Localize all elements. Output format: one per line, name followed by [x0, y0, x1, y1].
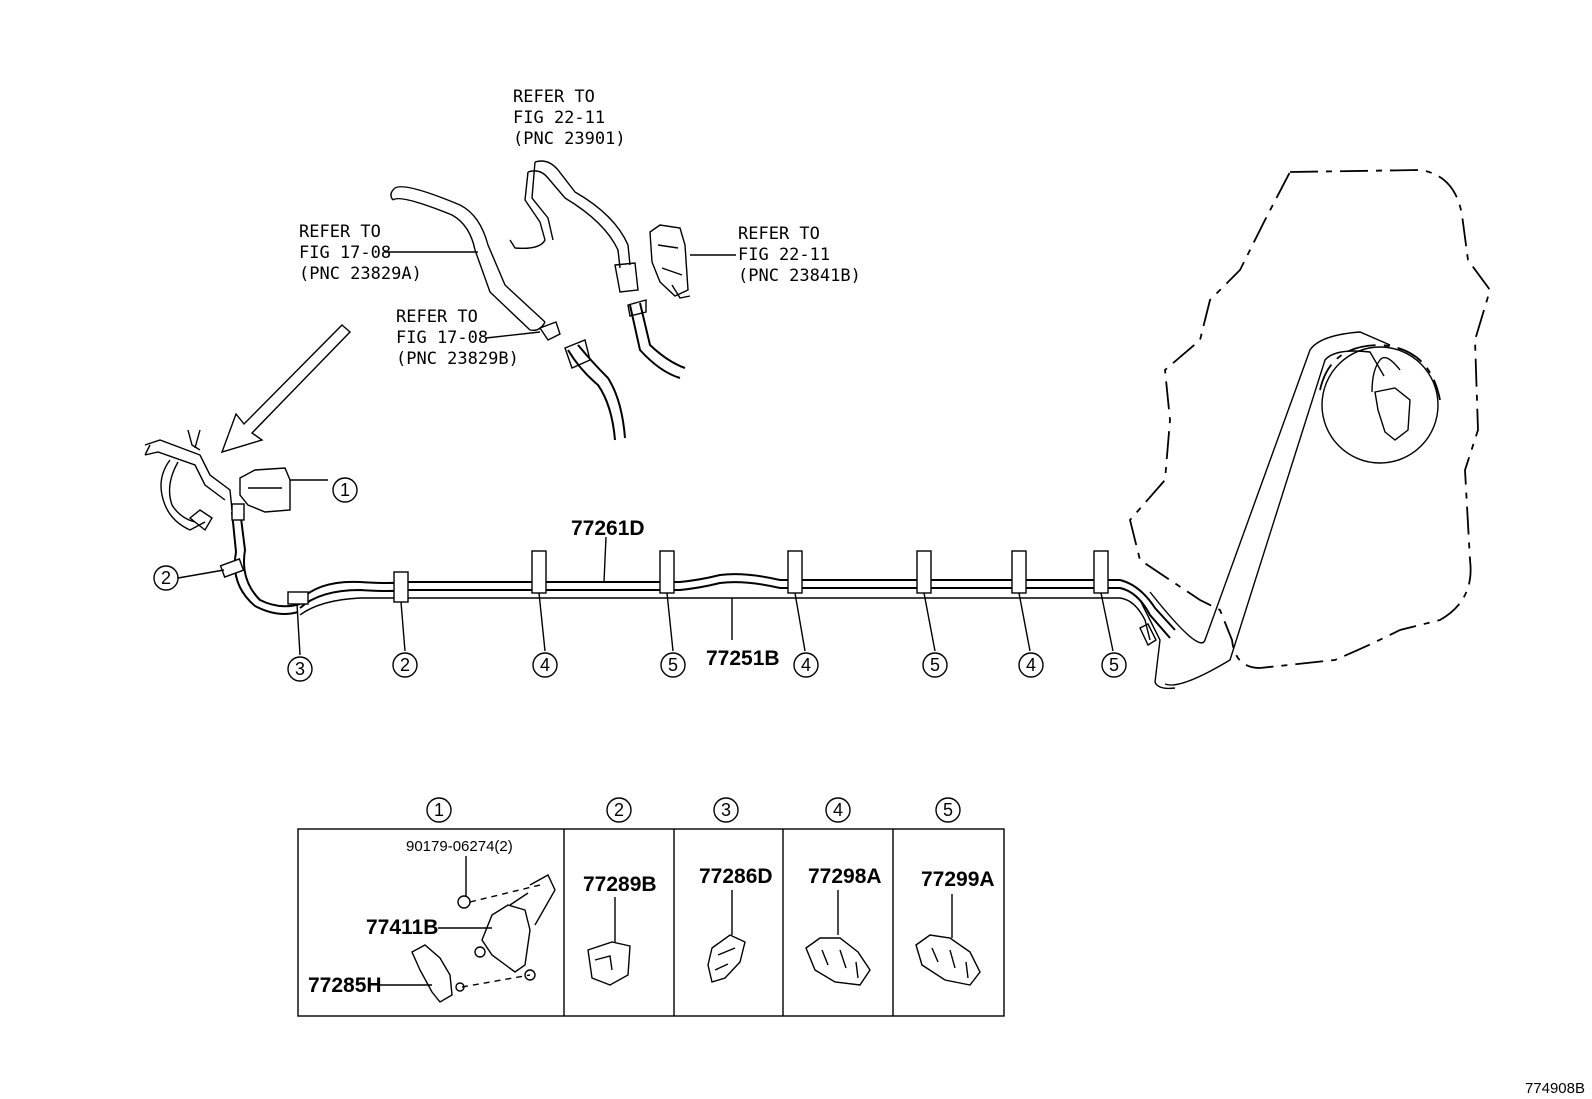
callout-5b: 5: [922, 652, 948, 678]
svg-text:3: 3: [295, 659, 305, 679]
svg-text:4: 4: [833, 800, 843, 820]
clip-4a: [531, 550, 547, 594]
svg-text:FIG 17-08: FIG 17-08: [299, 243, 391, 263]
svg-text:90179-06274(2): 90179-06274(2): [406, 838, 513, 855]
clip-5c: [1093, 550, 1109, 594]
svg-text:REFER TO: REFER TO: [396, 307, 478, 327]
svg-text:REFER TO: REFER TO: [738, 224, 820, 244]
callout-2: 2: [392, 652, 418, 678]
svg-text:77286D: 77286D: [699, 865, 773, 888]
legend-cell-1: 90179-06274(2) 77411B 77285H: [308, 838, 556, 1003]
reference-leaders: [384, 251, 736, 339]
clip-77299a-icon: [915, 934, 981, 986]
callout-leaders: [177, 569, 1114, 656]
svg-text:FIG 17-08: FIG 17-08: [396, 328, 488, 348]
fuel-tank-outline: [1129, 169, 1491, 669]
legend-header-4: 4: [825, 797, 851, 823]
svg-text:(PNC 23901): (PNC 23901): [513, 129, 626, 149]
svg-text:5: 5: [930, 655, 940, 675]
main-tube-bundle: [231, 509, 1176, 647]
clip-77286d-icon: [707, 934, 746, 983]
svg-text:5: 5: [943, 800, 953, 820]
reference-label-23829a: REFER TO FIG 17-08 (PNC 23829A): [299, 222, 422, 284]
legend-border: [297, 828, 1005, 1017]
callout-4c: 4: [1018, 652, 1044, 678]
callout-3: 3: [287, 656, 313, 682]
tank-connector: [1139, 623, 1157, 647]
callout-5a: 5: [660, 652, 686, 678]
parts-legend: 1 2 3 4 5 90179-06274(2) 77411B: [297, 797, 1005, 1017]
reference-label-23901: REFER TO FIG 22-11 (PNC 23901): [513, 87, 626, 149]
callout-1: 1: [332, 477, 358, 503]
svg-text:4: 4: [801, 655, 811, 675]
front-bracket-assembly: [144, 429, 328, 532]
svg-text:77411B: 77411B: [366, 916, 438, 939]
callout-5c: 5: [1101, 652, 1127, 678]
tank-feed-tubes: [1139, 331, 1391, 690]
bracket-77411b-icon: [481, 904, 531, 973]
part-label-upper-tube: 77261D: [571, 517, 645, 583]
fuel-pump-dashed-ring: [1319, 344, 1441, 401]
fuel-pump-module: [1374, 387, 1411, 441]
referenced-hoses: [390, 160, 691, 441]
legend-header-5: 5: [935, 797, 961, 823]
svg-text:77251B: 77251B: [706, 647, 780, 670]
svg-text:2: 2: [161, 568, 171, 588]
svg-text:77289B: 77289B: [583, 873, 657, 896]
clamp-77285h-icon: [411, 944, 453, 1003]
svg-text:1: 1: [434, 800, 444, 820]
svg-text:(PNC 23841B): (PNC 23841B): [738, 266, 861, 286]
svg-text:77298A: 77298A: [808, 865, 882, 888]
legend-cell-3: 77286D: [699, 865, 773, 983]
svg-text:77261D: 77261D: [571, 517, 645, 540]
svg-text:1: 1: [340, 480, 350, 500]
svg-text:77285H: 77285H: [308, 974, 382, 997]
clip-2: [393, 571, 409, 603]
svg-text:77299A: 77299A: [921, 868, 995, 891]
clip-2a: [219, 558, 245, 578]
fuel-pump-ring: [1321, 346, 1439, 464]
svg-text:5: 5: [1109, 655, 1119, 675]
legend-cell-5: 77299A: [915, 868, 995, 986]
reference-label-23841b: REFER TO FIG 22-11 (PNC 23841B): [738, 224, 861, 286]
clip-77298a-icon: [805, 937, 871, 986]
reference-label-23829b: REFER TO FIG 17-08 (PNC 23829B): [396, 307, 519, 369]
svg-text:FIG 22-11: FIG 22-11: [738, 245, 830, 265]
fuel-pump-hose: [1371, 356, 1401, 393]
legend-cell-2: 77289B: [583, 873, 657, 986]
bolt-icon: [457, 895, 471, 909]
bracket-clip: [231, 503, 245, 521]
svg-text:2: 2: [400, 655, 410, 675]
direction-arrow: [220, 324, 352, 454]
callout-4a: 4: [532, 652, 558, 678]
clip-4b: [787, 550, 803, 594]
svg-text:2: 2: [614, 800, 624, 820]
clip-5a: [659, 550, 675, 594]
legend-header-2: 2: [606, 797, 632, 823]
svg-text:4: 4: [540, 655, 550, 675]
svg-text:(PNC 23829B): (PNC 23829B): [396, 349, 519, 369]
tube-clips: [219, 550, 1109, 605]
svg-text:REFER TO: REFER TO: [299, 222, 381, 242]
legend-header-1: 1: [426, 797, 452, 823]
svg-text:FIG 22-11: FIG 22-11: [513, 108, 605, 128]
legend-cell-4: 77298A: [805, 865, 882, 986]
bracket-body: [239, 467, 291, 513]
clip-77289b-icon: [587, 941, 631, 986]
legend-header-3: 3: [713, 797, 739, 823]
callout-2-left: 2: [153, 565, 179, 591]
svg-text:5: 5: [668, 655, 678, 675]
svg-text:3: 3: [721, 800, 731, 820]
figure-id: 774908B: [1525, 1080, 1585, 1097]
svg-text:(PNC 23829A): (PNC 23829A): [299, 264, 422, 284]
clip-5b: [916, 550, 932, 594]
svg-text:4: 4: [1026, 655, 1036, 675]
svg-text:REFER TO: REFER TO: [513, 87, 595, 107]
part-label-lower-tube: 77251B: [706, 598, 780, 670]
clip-4c: [1011, 550, 1027, 594]
callout-4b: 4: [793, 652, 819, 678]
clip-3: [287, 591, 309, 605]
